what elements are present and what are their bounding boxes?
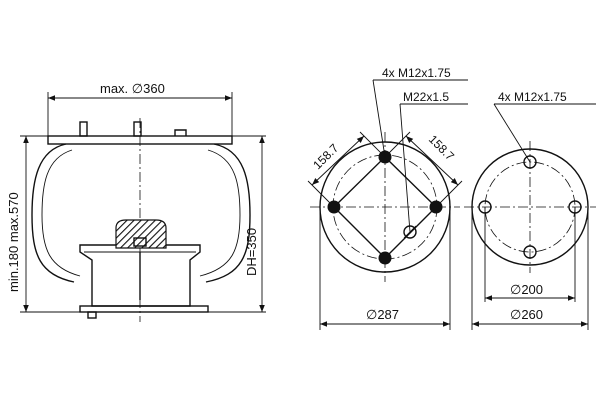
bolt-circle-label: ∅200	[510, 282, 543, 297]
air-fitting	[174, 129, 187, 136]
bottom-bolts-label: 4x M12x1.75	[498, 90, 567, 104]
top-stud-center	[133, 121, 142, 137]
height-range-label: min.180 max.570	[6, 192, 21, 292]
bottom-plate-view: 4x M12x1.75 ∅200 ∅260	[464, 90, 596, 330]
bumper-stop	[115, 219, 167, 249]
top-bolt-3	[378, 251, 392, 265]
bellow-left-inner	[41, 149, 81, 277]
top-bolts-label: 4x M12x1.75	[382, 66, 451, 80]
bottom-diameter-label: ∅260	[510, 307, 543, 322]
bolt-spacing-left-dimension	[311, 135, 365, 186]
design-height-label: DH=350	[244, 228, 259, 276]
top-stud-left	[79, 121, 88, 137]
bellow-right-outer	[205, 143, 251, 283]
air-fitting-label: M22x1.5	[403, 90, 449, 104]
bottom-bolt-3	[523, 245, 537, 259]
side-view: max. ∅360 min.180 max.570 DH=350	[6, 81, 266, 322]
bellow-left-outer	[31, 143, 75, 283]
base-plate	[79, 305, 209, 313]
base-stud	[87, 311, 97, 319]
bolt-spacing-right-dimension	[405, 135, 459, 186]
bellow-right-inner	[199, 149, 241, 277]
top-diameter-label: ∅287	[366, 307, 399, 322]
air-fitting-hole	[403, 225, 417, 239]
bottom-bolt-1	[523, 155, 537, 169]
bolt-spacing-left-label: 158.7	[310, 141, 341, 172]
top-plate-view: 4x M12x1.75 M22x1.5 158.7 158.7 ∅287	[307, 66, 468, 330]
top-width-label: max. ∅360	[100, 81, 165, 96]
piston-bolt-head	[133, 237, 147, 247]
